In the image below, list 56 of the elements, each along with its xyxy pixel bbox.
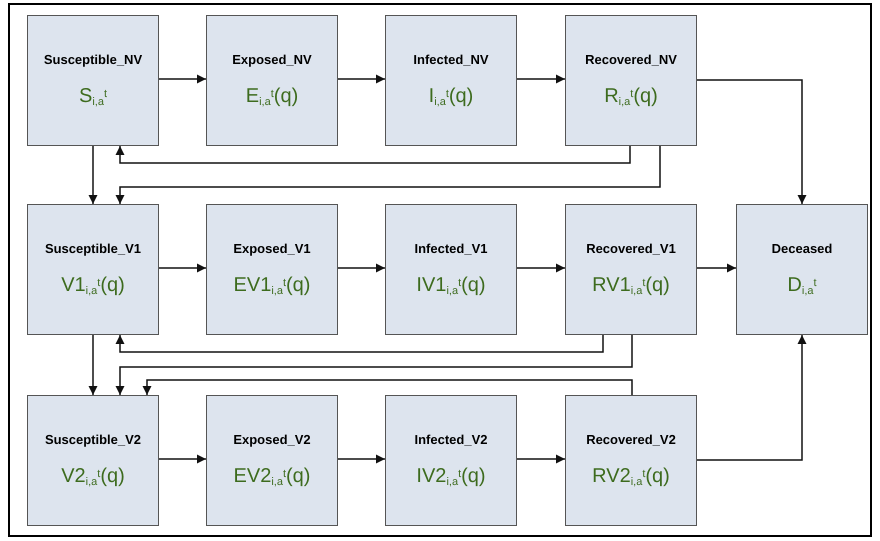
compartment-title: Exposed_V2 xyxy=(233,430,311,449)
arrow xyxy=(159,74,206,84)
compartment-formula: RV2$_{i,a}$$^{t}$(q) xyxy=(592,464,670,490)
arrow xyxy=(88,335,98,395)
compartment-title: Recovered_V2 xyxy=(586,430,676,449)
arrow xyxy=(338,74,385,84)
compartment-title: Recovered_NV xyxy=(585,50,677,69)
arrow xyxy=(159,454,206,464)
arrow xyxy=(517,74,565,84)
compartment-box xyxy=(385,395,517,526)
compartment-formula: I$_{i,a}$$^{t}$(q) xyxy=(428,84,474,110)
arrow xyxy=(116,335,633,395)
compartment-title: Susceptible_NV xyxy=(44,50,142,69)
compartment-box xyxy=(385,204,517,335)
compartment-title: Deceased xyxy=(772,240,832,258)
compartment-formula: RV1$_{i,a}$$^{t}$(q) xyxy=(592,273,670,299)
arrow xyxy=(697,264,736,272)
compartment-box xyxy=(206,15,338,146)
compartment-formula: IV2$_{i,a}$$^{t}$(q) xyxy=(416,464,486,490)
compartment-box xyxy=(565,204,697,335)
arrow xyxy=(338,264,385,272)
compartment-box xyxy=(206,204,338,335)
compartment-formula: R$_{i,a}$$^{t}$(q) xyxy=(604,84,658,110)
compartment-title: Susceptible_V1 xyxy=(44,240,142,258)
compartment-formula: V2$_{i,a}$$^{t}$(q) xyxy=(61,464,125,490)
compartment-formula: EV1$_{i,a}$$^{t}$(q) xyxy=(234,273,310,299)
compartment-title: Infected_V2 xyxy=(414,430,488,449)
arrow xyxy=(697,79,806,204)
compartment-box xyxy=(27,15,159,146)
arrow xyxy=(116,335,604,353)
compartment-title: Infected_V1 xyxy=(414,240,488,258)
compartment-box xyxy=(565,395,697,526)
arrow xyxy=(88,146,98,204)
compartment-title: Exposed_NV xyxy=(232,50,312,69)
compartment-box xyxy=(385,15,517,146)
arrow xyxy=(697,335,806,461)
compartment-title: Susceptible_V2 xyxy=(44,430,142,449)
compartment-formula: V1$_{i,a}$$^{t}$(q) xyxy=(61,273,125,299)
arrow xyxy=(159,264,206,272)
compartment-title: Infected_NV xyxy=(413,50,489,69)
compartment-box xyxy=(206,395,338,526)
arrow xyxy=(142,379,633,395)
compartment-box xyxy=(565,15,697,146)
compartment-formula: IV1$_{i,a}$$^{t}$(q) xyxy=(416,273,486,299)
compartment-box xyxy=(736,204,868,335)
arrow xyxy=(517,264,565,272)
arrow xyxy=(517,454,565,464)
compartment-title: Recovered_V1 xyxy=(586,240,676,258)
compartment-title: Exposed_V1 xyxy=(233,240,311,258)
arrow xyxy=(338,454,385,464)
arrow xyxy=(116,146,631,164)
arrow xyxy=(116,146,661,204)
compartment-formula: E$_{i,a}$$^{t}$(q) xyxy=(246,84,298,110)
compartment-box xyxy=(27,204,159,335)
compartment-box xyxy=(27,395,159,526)
compartment-formula: EV2$_{i,a}$$^{t}$(q) xyxy=(234,464,310,490)
